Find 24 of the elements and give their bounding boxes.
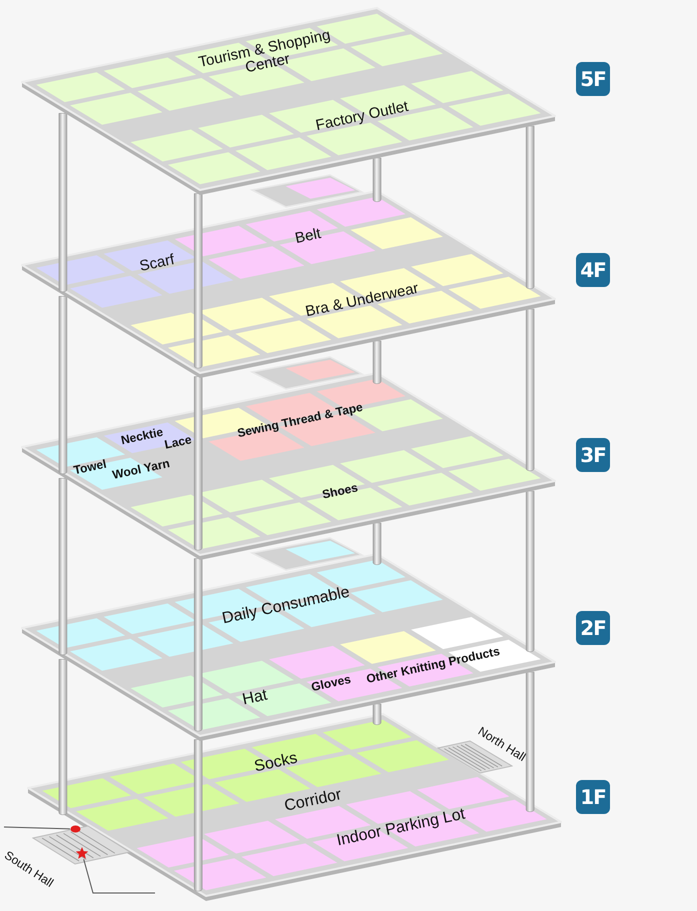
leader-line: [4, 826, 70, 830]
floor-badge: 5F: [576, 62, 610, 96]
floor-badge: 4F: [576, 253, 610, 287]
zone-label: Belt: [294, 226, 322, 246]
zone-label: Hat: [241, 688, 269, 708]
marker-dot-icon: [70, 825, 80, 833]
zone-label: Shoes: [321, 481, 359, 501]
zone-label: Scarf: [138, 252, 176, 274]
zone-label: Wool Yarn: [111, 457, 171, 481]
leader-line: [83, 858, 156, 894]
zone-label: Lace: [163, 433, 193, 451]
star-icon: [75, 846, 89, 860]
zone-label: Other Knitting Products: [365, 645, 501, 685]
zone-label: Tourism & Shopping Center: [196, 26, 333, 78]
zone-label: Necktie: [120, 426, 164, 446]
zone-label: Towel: [72, 458, 108, 476]
floor-badge: 3F: [576, 438, 610, 472]
zone-label: Factory Outlet: [314, 98, 410, 134]
zone-label: Sewing Thread & Tape: [236, 400, 364, 440]
zone-label: Gloves: [310, 672, 352, 694]
floor-badge: 1F: [576, 780, 610, 814]
floor-badge: 2F: [576, 611, 610, 645]
zone-label: Socks: [253, 750, 299, 776]
zone-label: Bra & Underwear: [304, 280, 420, 320]
